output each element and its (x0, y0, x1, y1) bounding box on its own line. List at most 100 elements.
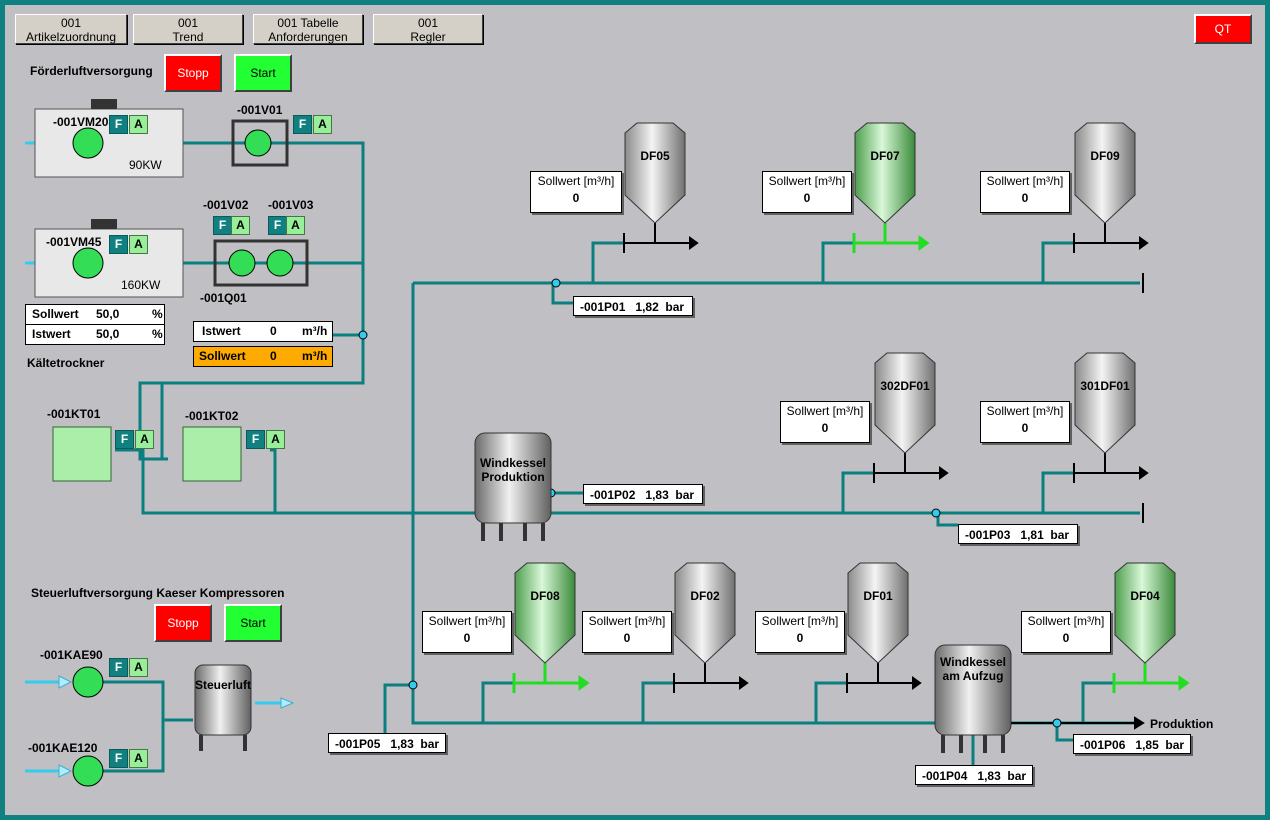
silo-stems-active (543, 223, 1147, 683)
v03-tag: -001V03 (268, 198, 314, 212)
silo-df05[interactable]: DF05 (623, 123, 687, 223)
foerderluft-title: Förderluftversorgung (30, 64, 153, 78)
df07-sollwert-box[interactable]: Sollwert [m³/h]0 (762, 171, 852, 213)
p02-unit: bar (675, 488, 695, 502)
sollwert-label: Sollwert [m³/h] (786, 404, 864, 418)
line2: Produktion (481, 470, 545, 484)
kae90-f-button[interactable]: F (109, 658, 128, 677)
df05-sollwert-box[interactable]: Sollwert [m³/h]0 (530, 171, 622, 213)
foerderluft-start-button[interactable]: Start (234, 54, 292, 92)
silo-name: DF08 (530, 589, 560, 603)
p01-tag: -001P01 (580, 300, 626, 314)
vm45-f-button[interactable]: F (109, 235, 128, 254)
vm45-a-button[interactable]: A (129, 235, 148, 254)
flow-sollwert-label: Sollwert (199, 349, 246, 363)
kt01-a-button[interactable]: A (135, 430, 154, 449)
p03-readout: -001P03 1,81 bar (958, 524, 1078, 544)
steuerluft-tank-label: Steuerluft (195, 678, 252, 692)
kt01-f-button[interactable]: F (115, 430, 134, 449)
p04-tag: -001P04 (922, 769, 968, 783)
silo-name: 301DF01 (1080, 379, 1130, 393)
p05-tag: -001P05 (335, 737, 381, 751)
silo-df04[interactable]: DF04 (1113, 563, 1177, 663)
foerderluft-stop-button[interactable]: Stopp (164, 54, 222, 92)
flow-istwert-unit: m³/h (302, 324, 328, 338)
silo-df09[interactable]: DF09 (1073, 123, 1137, 223)
kae120-a-button[interactable]: A (129, 749, 148, 768)
q01-tag: -001Q01 (200, 291, 247, 305)
df02-sollwert-box[interactable]: Sollwert [m³/h] 0 (582, 611, 672, 653)
blower-frames (213, 119, 309, 287)
kae120-tag: -001KAE120 (28, 741, 98, 755)
sollwert-value: 0 (463, 631, 471, 645)
steuerluft-stop-button[interactable]: Stopp (154, 604, 212, 642)
flow-sollwert-row[interactable]: Sollwert 0 m³/h (193, 346, 333, 367)
compressor-units (34, 99, 184, 298)
vm20-f-button[interactable]: F (109, 115, 128, 134)
v01-f-button[interactable]: F (293, 115, 312, 134)
silo-shapes (514, 122, 1176, 664)
p05-readout: -001P05 1,83 bar (328, 733, 446, 753)
p04-unit: bar (1007, 769, 1027, 783)
p02-readout: -001P02 1,83 bar (583, 484, 703, 504)
v03-f-button[interactable]: F (268, 216, 287, 235)
silo-df08[interactable]: DF08 (513, 563, 577, 663)
kae90-a-button[interactable]: A (129, 658, 148, 677)
p06-value: 1,85 (1135, 738, 1159, 752)
silo-name: DF07 (870, 149, 900, 163)
df01-sollwert-box[interactable]: Sollwert [m³/h]0 (755, 611, 845, 653)
silo-name: DF05 (640, 149, 670, 163)
produktion-label: Produktion (1150, 717, 1214, 731)
nav-line2: Trend (172, 30, 204, 44)
silo-stems (654, 223, 1106, 683)
sollwert-value: 0 (1021, 421, 1029, 435)
silo-df07[interactable]: DF07 (853, 123, 917, 223)
flow-sollwert-unit: m³/h (302, 349, 328, 363)
df04-sollwert-box[interactable]: Sollwert [m³/h]0 (1021, 611, 1111, 653)
sollwert-label: Sollwert [m³/h] (588, 614, 666, 628)
kt02-tag: -001KT02 (185, 409, 239, 423)
df09-sollwert-box[interactable]: Sollwert [m³/h]0 (980, 171, 1070, 213)
sollwert-value: 0 (1021, 191, 1029, 205)
sollwert-value: 0 (1062, 631, 1070, 645)
steuerluft-title: Steuerluftversorgung Kaeser Kompressoren (31, 586, 285, 600)
p01-value: 1,82 (635, 300, 659, 314)
df08-sollwert-box[interactable]: Sollwert [m³/h] 0 (422, 611, 512, 653)
silo-302df01[interactable]: 302DF01 (873, 353, 937, 453)
kae120-f-button[interactable]: F (109, 749, 128, 768)
steuerluft-start-button[interactable]: Start (224, 604, 282, 642)
qt-button[interactable]: QT (1194, 14, 1252, 44)
kt02-a-button[interactable]: A (266, 430, 285, 449)
p04-value: 1,83 (977, 769, 1001, 783)
sollwert-value: 0 (623, 631, 631, 645)
v02-f-button[interactable]: F (213, 216, 232, 235)
sollwert-percent-row[interactable]: Sollwert 50,0 % (25, 304, 165, 325)
kt02-f-button[interactable]: F (246, 430, 265, 449)
vm20-power: 90KW (129, 158, 162, 172)
302df01-sollwert-box[interactable]: Sollwert [m³/h] 0 (780, 401, 870, 443)
p01-readout: -001P01 1,82 bar (573, 296, 693, 316)
nav-line2: Regler (410, 30, 446, 44)
v02-tag: -001V02 (203, 198, 249, 212)
air-receivers (194, 432, 1012, 753)
istwert-label: Istwert (32, 327, 71, 341)
v03-a-button[interactable]: A (286, 216, 305, 235)
silo-df01[interactable]: DF01 (846, 563, 910, 663)
p02-value: 1,83 (645, 488, 669, 502)
flow-istwert-row: Istwert 0 m³/h (193, 321, 333, 342)
vm20-a-button[interactable]: A (129, 115, 148, 134)
301df01-sollwert-box[interactable]: Sollwert [m³/h]0 (980, 401, 1070, 443)
vm45-power: 160KW (121, 278, 161, 292)
sollwert-value: 0 (821, 421, 829, 435)
silo-301df01[interactable]: 301DF01 (1073, 353, 1137, 453)
v02-a-button[interactable]: A (231, 216, 250, 235)
silo-df02[interactable]: DF02 (673, 563, 737, 663)
v01-a-button[interactable]: A (313, 115, 332, 134)
vm20-tag: -001VM20 (53, 115, 109, 129)
flow-istwert-value: 0 (270, 324, 277, 338)
sollwert-label: Sollwert [m³/h] (428, 614, 506, 628)
